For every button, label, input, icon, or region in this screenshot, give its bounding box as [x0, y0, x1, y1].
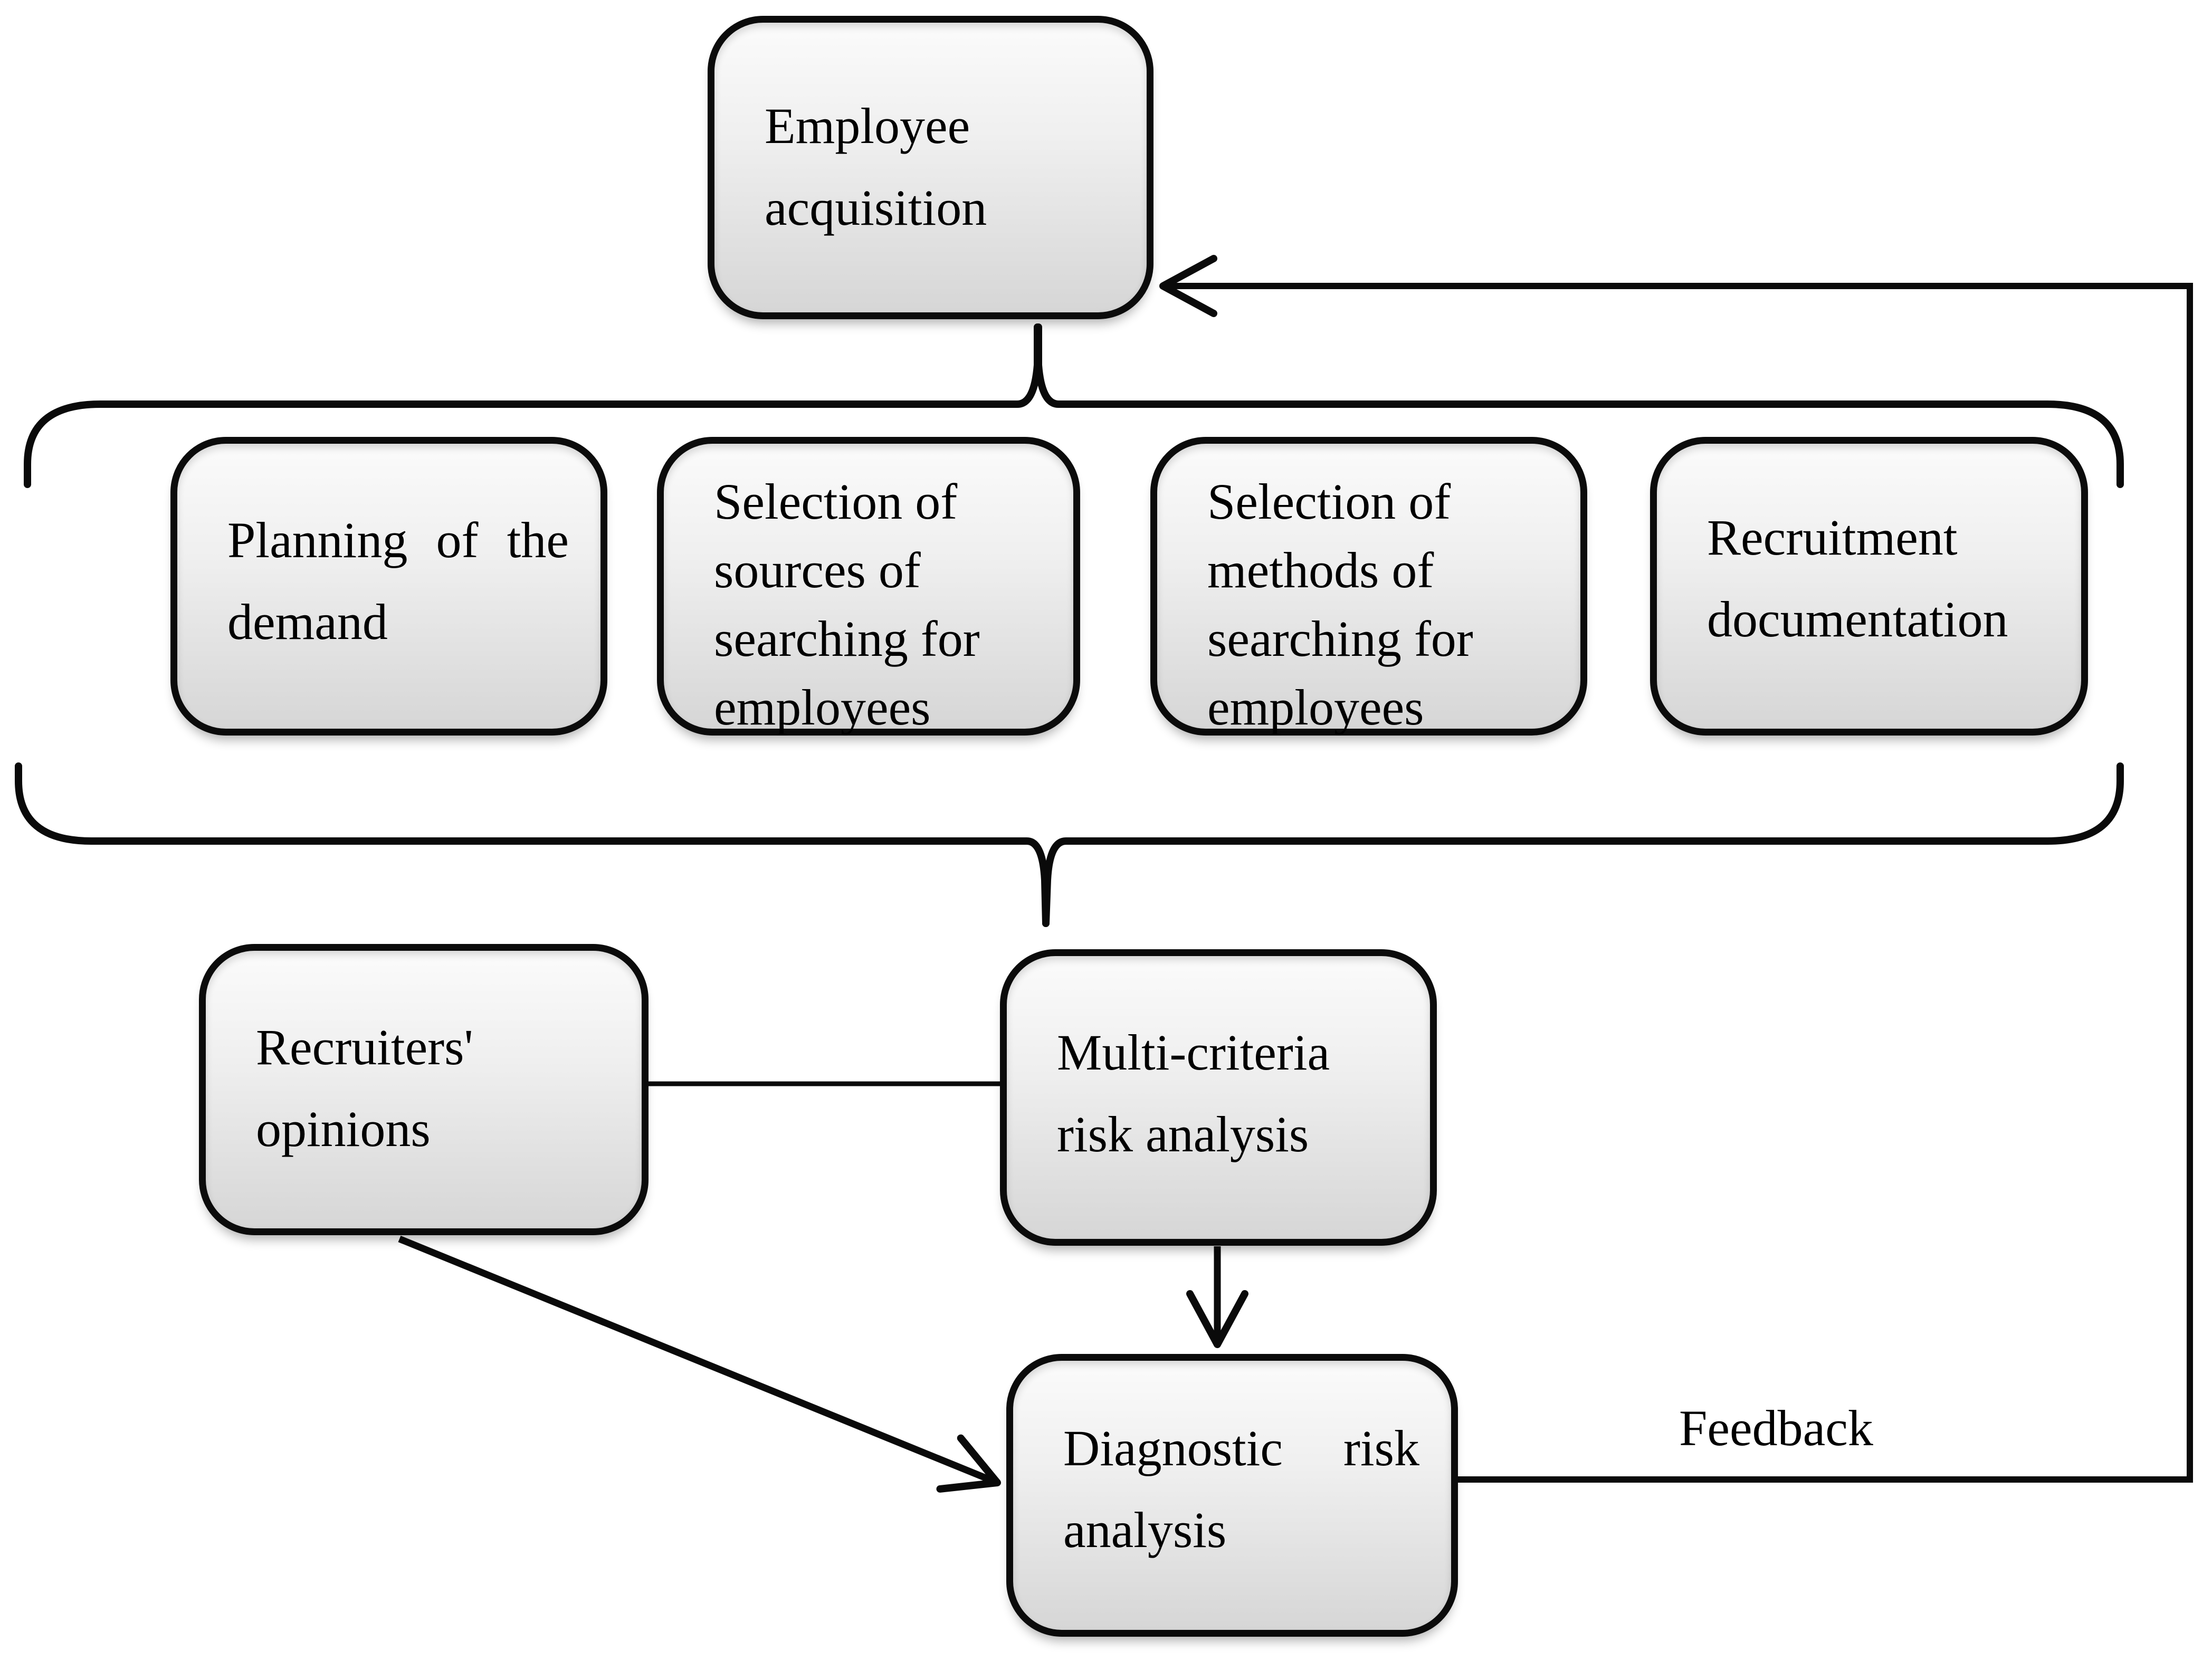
node-label-line: sources of	[714, 542, 921, 598]
node-label-line: methods of	[1207, 542, 1434, 598]
node-selection-of-methods: Selection of methods of searching for em…	[1150, 437, 1587, 736]
node-employee-acquisition: Employee acquisition	[708, 16, 1153, 319]
node-label-line: demand	[227, 594, 388, 650]
recruiters-to-diagnostic-arrow	[398, 1235, 1001, 1493]
top-brace	[24, 323, 2124, 488]
node-label-line: searching for	[1207, 610, 1473, 667]
node-label-line: Recruitment	[1707, 509, 1958, 566]
node-label-line: analysis	[1063, 1502, 1227, 1558]
bottom-brace	[15, 762, 2124, 927]
node-label-line: Selection of	[1207, 473, 1451, 530]
node-label-line: employees	[1207, 679, 1424, 736]
node-selection-of-sources: Selection of sources of searching for em…	[657, 437, 1080, 736]
node-label-line: searching for	[714, 610, 980, 667]
node-recruitment-documentation: Recruitment documentation	[1650, 437, 2088, 736]
feedback-label: Feedback	[1679, 1400, 1873, 1456]
node-label-line: employees	[714, 679, 931, 736]
node-label-line: risk analysis	[1057, 1106, 1309, 1162]
node-label-line: Employee	[765, 98, 970, 154]
node-label-line: Selection of	[714, 473, 958, 530]
node-label-line: Multi-criteria	[1057, 1024, 1330, 1081]
node-label-line: Recruiters'	[256, 1019, 473, 1075]
node-label-line: acquisition	[765, 179, 987, 236]
node-multi-criteria-risk-analysis: Multi-criteria risk analysis	[1000, 949, 1437, 1246]
feedback-arrow	[1159, 255, 2193, 1483]
node-recruiters-opinions: Recruiters' opinions	[199, 944, 649, 1235]
node-label-line: opinions	[256, 1101, 431, 1157]
node-label-line: documentation	[1707, 591, 2008, 647]
